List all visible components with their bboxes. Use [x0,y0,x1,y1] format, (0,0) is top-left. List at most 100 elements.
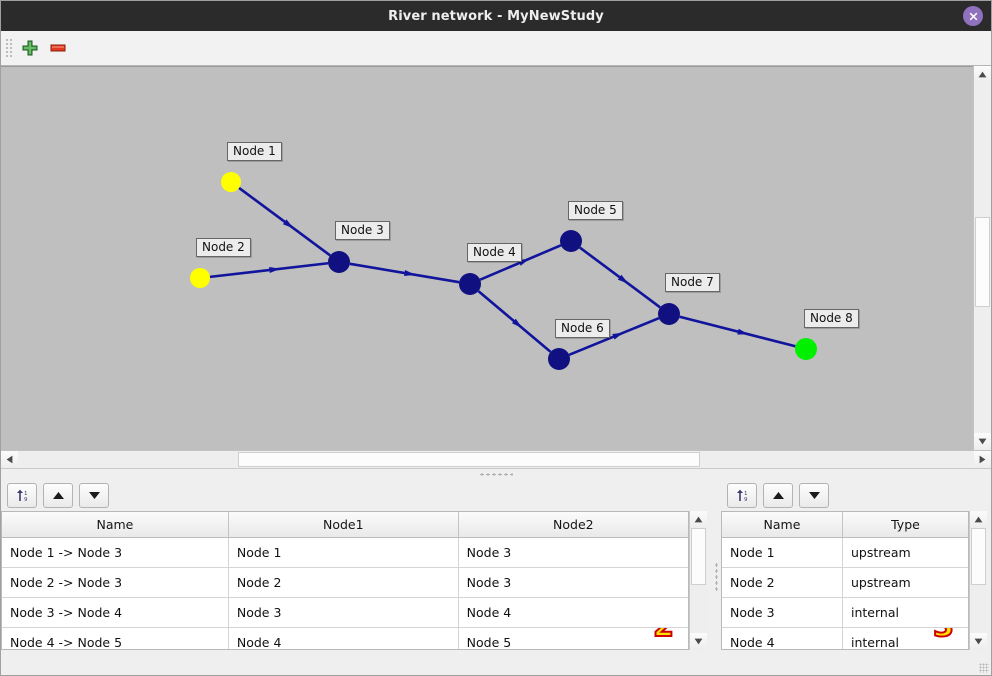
graph-panel: Node 1 Node 2 Node 3 Node 4 Node 5 Node 6 Node… [1,66,991,468]
graph-hscroll-track[interactable] [18,451,974,468]
graph-vscroll-thumb[interactable] [975,217,990,307]
nodes-cell-type[interactable]: upstream [842,567,968,598]
links-move-up-button[interactable] [43,482,73,508]
plus-icon [22,40,38,56]
links-pane: 1 9 Name [1,479,711,675]
network-edge[interactable] [209,261,329,279]
nodes-scroll-down-button[interactable] [969,633,987,650]
vertical-splitter[interactable] [1,468,991,479]
horizontal-splitter[interactable] [711,479,721,675]
edge-direction-arrow-icon [617,274,629,284]
nodes-cell-type-text: internal [851,635,899,650]
network-node-node-5[interactable] [560,230,582,252]
links-scroll-thumb[interactable] [691,528,706,585]
links-sort-button[interactable]: 1 9 [7,482,37,508]
nodes-cell-type[interactable]: upstream [842,537,968,568]
links-cell-node2[interactable]: Node 4 [458,597,688,628]
nodes-table: Name Type Node 1 upstream Node 2 u [722,512,968,650]
links-scroll-up-button[interactable] [690,511,707,528]
node-label-node-1[interactable]: Node 1 [227,142,282,161]
nodes-table-container[interactable]: Name Type Node 1 upstream Node 2 u [721,511,969,650]
links-col-header-name[interactable]: Name [2,512,229,538]
nodes-cell-name[interactable]: Node 2 [722,567,843,598]
nodes-scroll-track[interactable] [969,528,987,633]
network-node-node-8[interactable] [795,338,817,360]
graph-vertical-scrollbar[interactable] [973,66,991,450]
links-table-container[interactable]: Name Node1 Node2 Node 1 -> Node 3 Node 1… [1,511,689,650]
node-label-node-5[interactable]: Node 5 [568,201,623,220]
links-col-header-node2[interactable]: Node2 [458,512,688,538]
links-cell-node2[interactable]: Node 3 [458,537,688,568]
close-button[interactable] [963,6,983,26]
node-label-node-4[interactable]: Node 4 [467,243,522,262]
add-node-button[interactable] [16,34,44,62]
links-cell-node2[interactable]: Node 3 [458,567,688,598]
nodes-table-scrollbar[interactable] [968,511,987,650]
graph-horizontal-scrollbar[interactable] [1,450,991,468]
nodes-scroll-thumb[interactable] [970,528,986,585]
node-label-node-2[interactable]: Node 2 [196,238,251,257]
links-cell-node2-text: Node 5 [466,635,512,650]
network-node-node-4[interactable] [459,273,481,295]
links-cell-node2[interactable]: Node 5 2 [458,627,688,650]
remove-node-button[interactable] [44,34,72,62]
graph-vscroll-track[interactable] [974,83,991,433]
nodes-col-header-name[interactable]: Name [722,512,843,538]
nodes-toolbar: 1 9 [721,479,991,511]
network-node-node-7[interactable] [658,303,680,325]
nodes-cell-type[interactable]: internal 3 [842,627,968,650]
links-cell-node1[interactable]: Node 3 [228,597,459,628]
links-col-header-node1[interactable]: Node1 [228,512,459,538]
nodes-sort-button[interactable]: 1 9 [727,482,757,508]
node-label-node-3[interactable]: Node 3 [335,221,390,240]
nodes-col-header-type[interactable]: Type [842,512,968,538]
caret-up-icon [974,516,983,523]
links-cell-node1[interactable]: Node 2 [228,567,459,598]
links-table: Name Node1 Node2 Node 1 -> Node 3 Node 1… [2,512,688,650]
network-node-node-2[interactable] [190,268,210,288]
links-move-down-button[interactable] [79,482,109,508]
node-label-node-8[interactable]: Node 8 [804,309,859,328]
splitter-grip-icon [714,562,718,592]
network-edge[interactable] [238,186,331,257]
links-scroll-down-button[interactable] [690,633,707,650]
network-node-node-1[interactable] [221,172,241,192]
nodes-cell-name[interactable]: Node 1 [722,537,843,568]
nodes-move-down-button[interactable] [799,482,829,508]
nodes-move-up-button[interactable] [763,482,793,508]
scroll-up-button[interactable] [974,66,991,83]
network-node-node-3[interactable] [328,251,350,273]
window-title: River network - MyNewStudy [388,8,604,24]
links-cell-node1[interactable]: Node 4 [228,627,459,649]
links-cell-node1[interactable]: Node 1 [228,537,459,568]
links-cell-name[interactable]: Node 4 -> Node 5 [2,627,229,649]
network-canvas[interactable]: Node 1 Node 2 Node 3 Node 4 Node 5 Node 6 Node… [1,66,973,450]
sort-icon: 1 9 [736,489,748,503]
node-label-node-6[interactable]: Node 6 [555,319,610,338]
edge-direction-arrow-icon [737,328,749,335]
toolbar-drag-handle[interactable] [5,38,12,58]
node-label-node-7[interactable]: Node 7 [665,273,720,292]
network-edge[interactable] [679,315,796,348]
nodes-cell-name[interactable]: Node 4 [722,627,843,649]
edge-direction-arrow-icon [404,270,416,276]
svg-text:1: 1 [744,491,748,497]
scroll-down-button[interactable] [974,433,991,450]
network-node-node-6[interactable] [548,348,570,370]
nodes-cell-type[interactable]: internal [842,597,968,628]
caret-up-icon [978,71,987,78]
scroll-left-button[interactable] [1,451,18,468]
nodes-scroll-up-button[interactable] [969,511,987,528]
links-table-scrollbar[interactable] [689,511,707,650]
links-scroll-track[interactable] [690,528,707,633]
svg-text:9: 9 [744,497,748,503]
links-cell-name[interactable]: Node 2 -> Node 3 [2,567,229,598]
graph-hscroll-thumb[interactable] [238,452,700,467]
window-resize-grip[interactable] [979,663,989,673]
links-cell-name[interactable]: Node 3 -> Node 4 [2,597,229,628]
scroll-right-button[interactable] [974,451,991,468]
links-cell-name[interactable]: Node 1 -> Node 3 [2,537,229,568]
arrow-up-icon [52,491,64,499]
network-edge[interactable] [349,262,460,284]
nodes-cell-name[interactable]: Node 3 [722,597,843,628]
